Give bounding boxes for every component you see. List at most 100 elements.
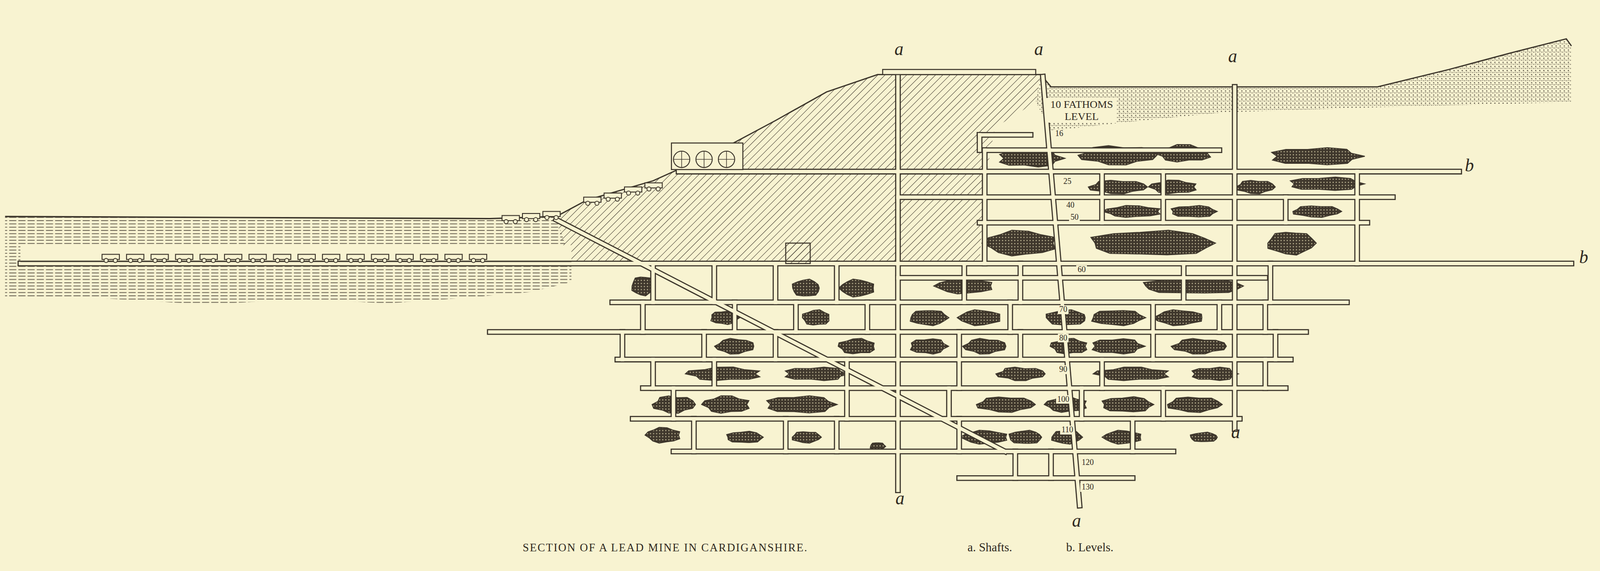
tunnel-wall xyxy=(979,219,1368,226)
depth-number: 40 xyxy=(1065,200,1076,210)
wagon-wheel xyxy=(398,258,403,263)
wagon-wheel xyxy=(471,258,476,263)
tunnel-bore xyxy=(773,331,778,360)
tunnel-wall xyxy=(981,150,988,264)
tunnel-bore xyxy=(620,331,625,360)
tunnel-wall xyxy=(619,331,626,360)
depth-number: 70 xyxy=(1057,305,1069,315)
ore-lump xyxy=(1267,232,1317,255)
wagon-wheel xyxy=(113,258,118,263)
tunnel-wall xyxy=(670,387,677,419)
ore-lump xyxy=(1009,429,1042,443)
tunnel-wall xyxy=(1180,263,1187,303)
tunnel-wall xyxy=(864,302,871,332)
tunnel-bore xyxy=(1283,197,1288,223)
tunnel-wall xyxy=(844,387,850,419)
wagon-wheel xyxy=(626,190,631,196)
tunnel-bore xyxy=(1151,331,1155,360)
tunnel-bore xyxy=(962,263,967,303)
figure-caption: SECTION OF A LEAD MINE IN CARDIGANSHIRE. xyxy=(522,541,809,554)
tunnel-wall xyxy=(956,359,963,388)
depth-number: 50 xyxy=(1069,212,1080,222)
tunnel-bore xyxy=(793,302,798,332)
tunnel-bore xyxy=(1100,359,1104,388)
tunnel-bore xyxy=(979,132,1031,137)
ore-lump xyxy=(838,338,875,354)
tunnel-wall xyxy=(555,219,1006,452)
tunnel-bore xyxy=(1013,451,1018,478)
ore-lump xyxy=(1154,144,1211,162)
tunnel-bore xyxy=(702,331,706,360)
wagon-wheel xyxy=(162,258,167,263)
wheel-spoke xyxy=(681,151,682,168)
shaft-letter: a xyxy=(1229,422,1243,442)
tunnel-bore xyxy=(1217,302,1222,332)
tunnel-bore xyxy=(835,418,839,452)
tunnel-wall xyxy=(946,387,952,419)
tunnel-wall xyxy=(640,302,646,332)
ore-lump xyxy=(957,309,1000,326)
tunnel-wall xyxy=(650,359,657,388)
wagon-wheel xyxy=(407,258,412,263)
tunnel-wall xyxy=(1048,451,1054,478)
wagon-wheel xyxy=(104,258,109,263)
tunnel-bore xyxy=(1161,171,1166,223)
ore-lump xyxy=(685,366,760,381)
tunnel-bore xyxy=(1100,171,1104,223)
tunnel-wall xyxy=(956,331,963,360)
key-entry: a. Shafts. xyxy=(967,540,1013,555)
tram-rail xyxy=(20,260,572,262)
tunnel-bore xyxy=(691,418,696,452)
tunnel-wall xyxy=(1017,331,1024,360)
wagon-wheel xyxy=(656,186,661,191)
tunnel-wall xyxy=(1262,302,1269,332)
depth-number: 130 xyxy=(1080,482,1095,492)
wheel-spoke xyxy=(703,151,705,168)
tunnel-wall xyxy=(1354,171,1361,264)
tunnel-bore xyxy=(773,263,778,303)
tunnel-bore xyxy=(671,387,676,419)
tunnel-wall xyxy=(898,194,1393,200)
tunnel-wall xyxy=(673,448,1174,455)
level-letter: b xyxy=(1463,155,1476,176)
ore-lump xyxy=(1235,180,1276,194)
tunnel-bore xyxy=(784,418,788,452)
ore-lump xyxy=(1090,230,1216,255)
tunnel-bore xyxy=(984,148,1220,153)
tunnel-bore xyxy=(1008,302,1013,332)
ore-lump xyxy=(714,338,754,354)
wagon-wheel xyxy=(422,258,427,263)
tunnel-wall xyxy=(1078,387,1085,419)
tunnel-wall xyxy=(1231,86,1238,429)
tunnel-bore xyxy=(1042,76,1080,506)
tunnel-wall xyxy=(1129,418,1136,452)
tunnel-wall xyxy=(678,168,1460,175)
wagon-wheel xyxy=(250,258,255,263)
dressing-floor xyxy=(671,143,743,170)
tunnel-wall xyxy=(979,131,1031,138)
tunnel-wall xyxy=(1262,359,1269,388)
tunnel-wall xyxy=(1267,263,1274,303)
ore-lump xyxy=(1102,205,1160,217)
tunnel-wall xyxy=(976,134,983,150)
ore-lump xyxy=(792,279,820,297)
ore-lump xyxy=(645,427,680,443)
tunnel-bore xyxy=(983,150,987,264)
wagon-wheel xyxy=(635,190,640,196)
tunnel-wall xyxy=(1272,331,1279,360)
tunnel-wall xyxy=(844,359,850,388)
tunnel-bore xyxy=(957,331,961,360)
wagon-wheel xyxy=(211,258,216,263)
depth-number: 25 xyxy=(1061,177,1073,187)
wagon-wheel xyxy=(480,258,485,263)
tunnel-wall xyxy=(961,263,968,303)
surface-line xyxy=(1040,38,1572,87)
tunnel-wall xyxy=(1099,359,1105,388)
tramway-band xyxy=(20,245,572,262)
tunnel-bore xyxy=(678,169,1460,174)
wagon-wheel xyxy=(446,258,451,263)
tunnel-wall xyxy=(1216,302,1223,332)
tunnel-wall xyxy=(793,302,799,332)
tunnel-bore xyxy=(1079,387,1084,419)
depth-number: 60 xyxy=(1076,265,1087,275)
